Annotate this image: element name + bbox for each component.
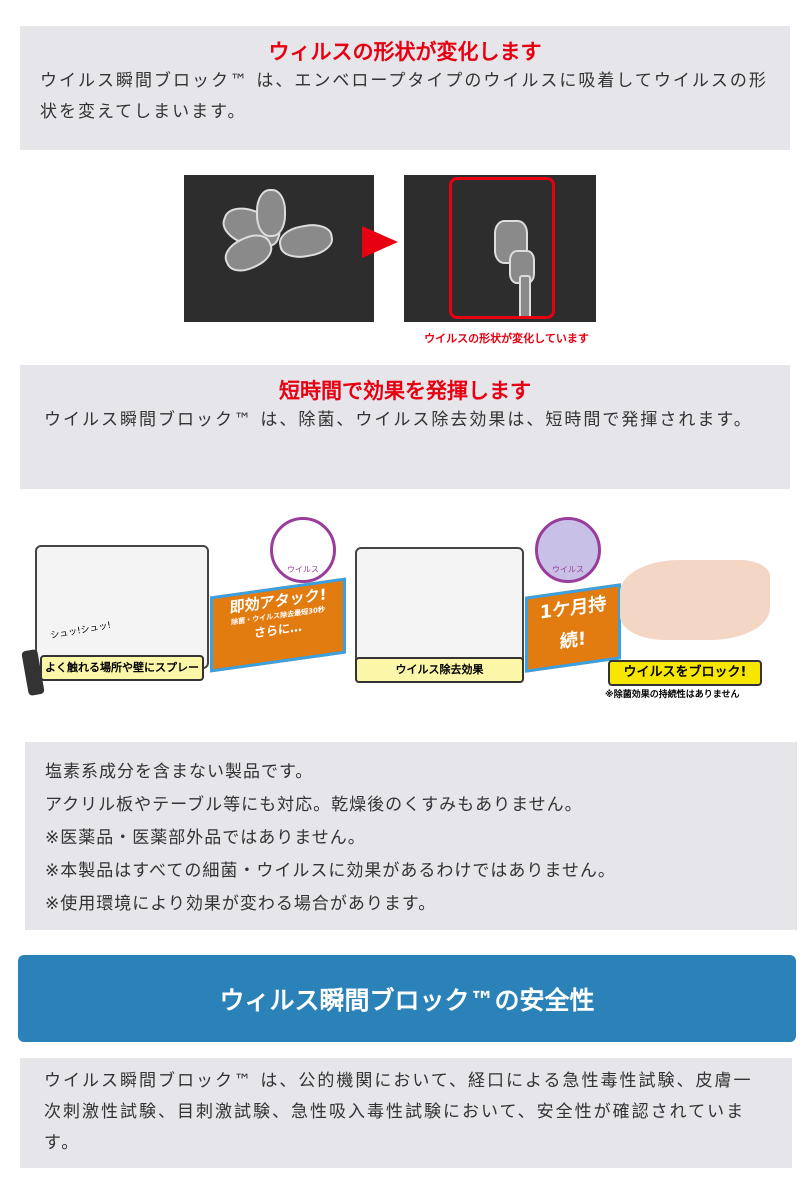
hand-doorknob-image <box>620 560 770 640</box>
step1-label: よく触れる場所や壁にスプレー <box>40 655 204 681</box>
note-line: ※使用環境により効果が変わる場合があります。 <box>45 894 437 914</box>
note-line: ※本製品はすべての細菌・ウイルスに効果があるわけではありません。 <box>45 861 616 881</box>
virus-bubble: ウイルス <box>535 517 601 583</box>
virus-before-image <box>184 175 374 322</box>
arrow-one-month: 1ケ月持続! <box>525 583 621 673</box>
note-line: アクリル板やテーブル等にも対応。乾燥後のくすみもありません。 <box>45 795 583 815</box>
step2-label: ウイルス除去効果 <box>355 657 524 683</box>
red-arrow-icon <box>362 226 398 258</box>
room-1 <box>35 545 209 669</box>
arrow-instant-attack: 即効アタック! 除菌・ウイルス除去最短30秒 さらに… <box>210 577 346 673</box>
image-caption: ウイルスの形状が変化しています <box>424 332 589 345</box>
section-body: ウイルス瞬間ブロック™ は、除菌、ウイルス除去効果は、短時間で発揮されます。 <box>44 410 753 430</box>
section-heading: ウィルスの形状が変化します <box>268 40 542 64</box>
safety-banner: ウィルス瞬間ブロック™の安全性 <box>18 955 796 1042</box>
product-notes: 塩素系成分を含まない製品です。 アクリル板やテーブル等にも対応。乾燥後のくすみも… <box>25 742 797 930</box>
virus-bubble: ウイルス <box>270 517 336 583</box>
persistence-note: ※除菌効果の持続性はありません <box>605 690 740 700</box>
safety-section: ウイルス瞬間ブロック™ は、公的機関において、経口による急性毒性試験、皮膚一次刺… <box>20 1058 792 1168</box>
note-line: ※医薬品・医薬部外品ではありません。 <box>45 828 366 848</box>
step3-label: ウイルスをブロック! <box>608 660 762 686</box>
shape-change-section: ウィルスの形状が変化します ウイルス瞬間ブロック™ は、エンベロープタイプのウイ… <box>20 26 790 150</box>
effect-illustration: シュッ!シュッ! よく触れる場所や壁にスプレー ウイルス 即効アタック! 除菌・… <box>20 505 790 705</box>
section-body: ウイルス瞬間ブロック™ は、エンベロープタイプのウイルスに吸着してウイルスの形状… <box>40 71 768 122</box>
fast-effect-section: 短時間で効果を発揮します ウイルス瞬間ブロック™ は、除菌、ウイルス除去効果は、… <box>20 365 790 489</box>
note-line: 塩素系成分を含まない製品です。 <box>45 762 314 782</box>
virus-after-image <box>404 175 596 322</box>
room-2 <box>355 547 524 669</box>
section-heading: 短時間で効果を発揮します <box>279 379 531 403</box>
section-body: ウイルス瞬間ブロック™ は、公的機関において、経口による急性毒性試験、皮膚一次刺… <box>44 1071 753 1153</box>
